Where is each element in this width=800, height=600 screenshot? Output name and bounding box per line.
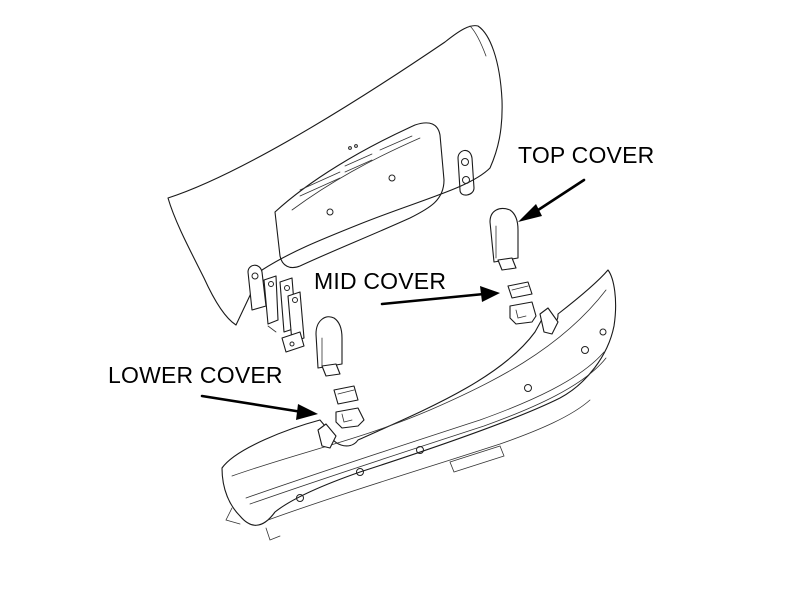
top-cover-label: TOP COVER xyxy=(518,142,654,168)
left-upper-cover-part xyxy=(315,316,343,377)
mid-cover-label: MID COVER xyxy=(314,268,446,294)
mid-cover-arrow xyxy=(380,286,500,306)
top-cover-arrow xyxy=(518,178,586,222)
mid-cover-part xyxy=(507,281,537,325)
lower-cover-part xyxy=(333,385,365,429)
hinge-assembly xyxy=(247,264,305,353)
rear-bumper xyxy=(221,269,617,541)
lower-cover-arrow xyxy=(200,394,318,420)
tailgate-panel xyxy=(167,25,503,326)
lower-cover-label: LOWER COVER xyxy=(108,362,283,388)
top-cover-part xyxy=(489,207,519,271)
